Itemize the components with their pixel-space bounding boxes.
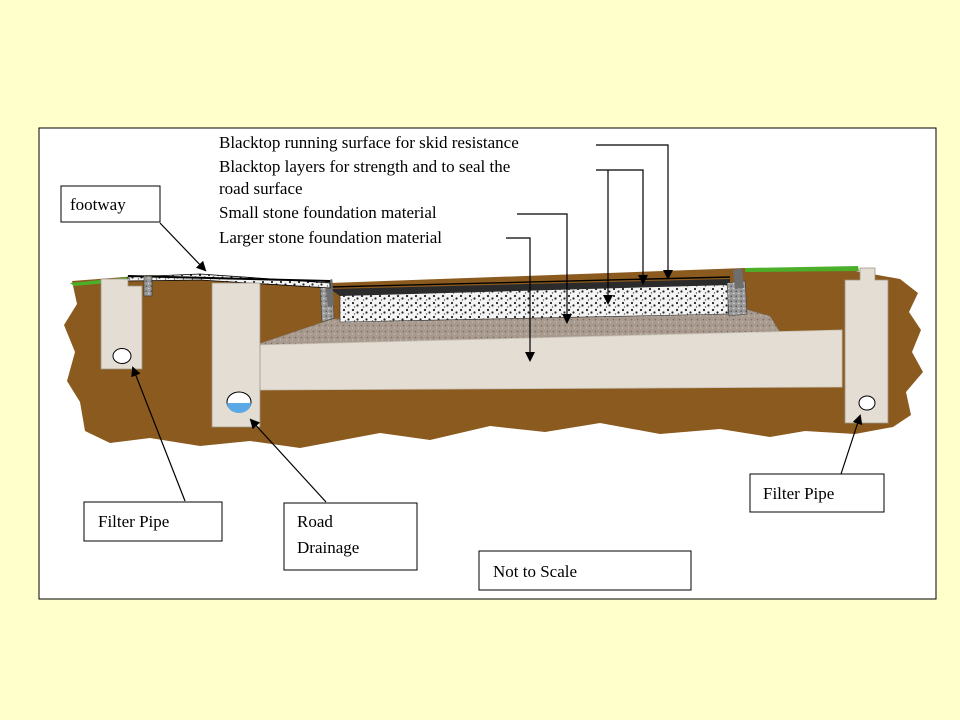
road-drainage-water bbox=[227, 403, 251, 413]
filter-pipe-right-callout-box bbox=[749, 473, 885, 513]
label-blacktop-layers-line2: road surface bbox=[219, 179, 303, 198]
label-road-drainage-line2: Drainage bbox=[297, 538, 359, 557]
label-blacktop-layers-line1: Blacktop layers for strength and to seal… bbox=[219, 157, 510, 176]
label-larger-stone: Larger stone foundation material bbox=[219, 228, 442, 247]
left-filter-pipe bbox=[112, 348, 132, 364]
not-to-scale-box bbox=[478, 550, 692, 591]
filter-pipe-left-callout-box bbox=[83, 501, 223, 542]
left-filter-trench bbox=[100, 278, 143, 370]
leader-small-stone bbox=[517, 213, 572, 324]
leader-filter-pipe-right bbox=[840, 414, 863, 475]
label-running-surface: Blacktop running surface for skid resist… bbox=[219, 133, 519, 152]
road-drainage-callout-box bbox=[283, 502, 418, 571]
label-filter-pipe-left: Filter Pipe bbox=[98, 512, 169, 531]
footway-kerb bbox=[143, 275, 153, 297]
leader-filter-pipe-left bbox=[131, 366, 186, 502]
leader-blacktop-layers-a bbox=[596, 169, 648, 285]
label-small-stone: Small stone foundation material bbox=[219, 203, 437, 222]
footway-callout-box bbox=[60, 185, 161, 223]
label-footway: footway bbox=[70, 195, 126, 214]
leader-running-surface bbox=[596, 144, 673, 280]
right-filter-pipe bbox=[858, 395, 876, 411]
kerb-right-top bbox=[733, 268, 744, 289]
footway-blacktop bbox=[127, 275, 331, 282]
label-road-drainage-line1: Road bbox=[297, 512, 333, 531]
leader-larger-stone bbox=[506, 237, 535, 362]
label-not-to-scale: Not to Scale bbox=[493, 562, 577, 581]
grass-right bbox=[745, 266, 859, 272]
label-filter-pipe-right: Filter Pipe bbox=[763, 484, 834, 503]
leader-footway bbox=[159, 222, 207, 272]
leader-road-drainage bbox=[249, 418, 327, 503]
